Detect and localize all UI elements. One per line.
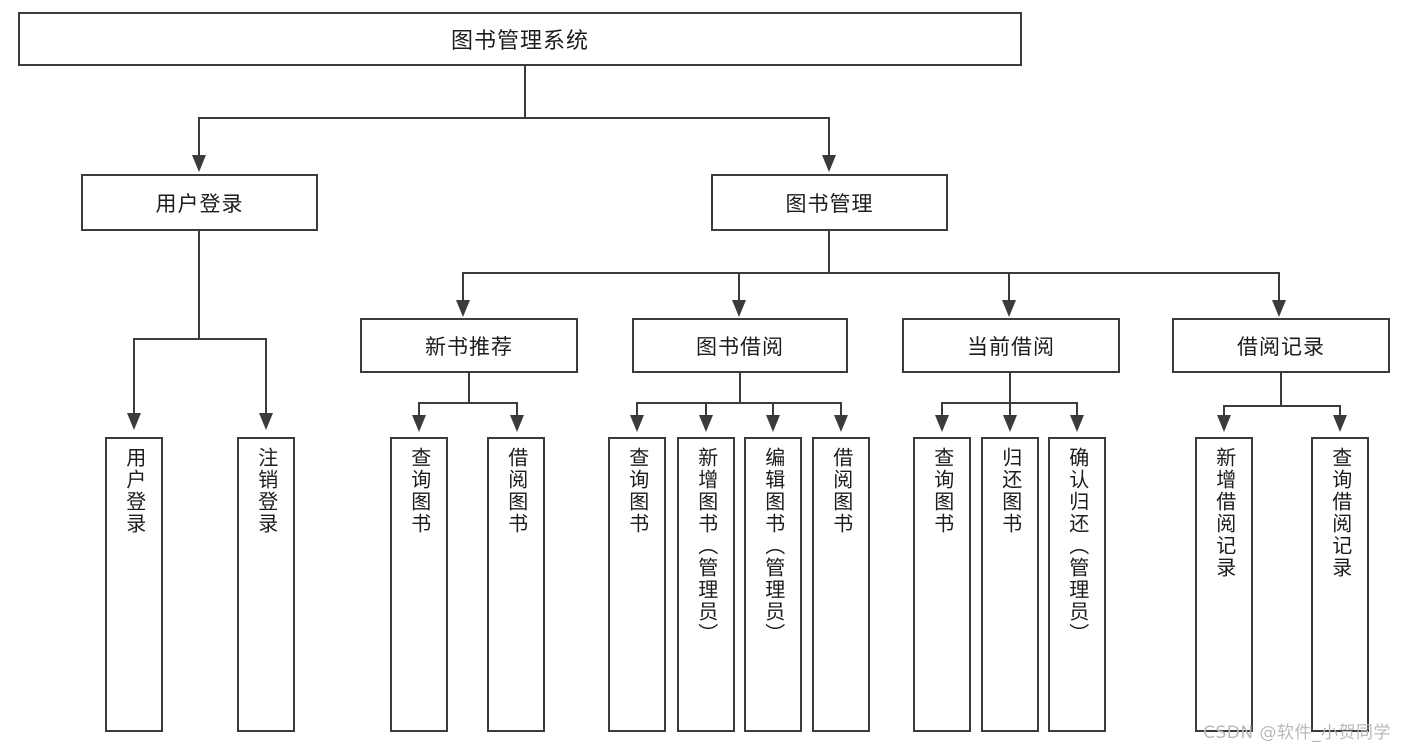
arrow-book-borrow-to-leaf-1 <box>630 415 644 432</box>
connector-book-mgmt-stem <box>828 231 830 272</box>
connector-current-borrow-to-leaf-3 <box>1076 402 1078 417</box>
connector-book-mgmt-to-current-borrow <box>1008 272 1010 305</box>
arrow-root-to-book-mgmt <box>822 155 836 172</box>
node-label: 图书管理系统 <box>450 29 589 54</box>
arrow-current-borrow-to-leaf-3 <box>1070 415 1084 432</box>
leaf-book-borrow-borrow[interactable]: 借阅图书 <box>812 437 870 732</box>
leaf-label: 新增借阅记录 <box>1212 447 1237 579</box>
connector-user-login-stem <box>198 231 200 338</box>
leaf-current-borrow-query[interactable]: 查询图书 <box>913 437 971 732</box>
connector-current-borrow-stem <box>1009 373 1011 402</box>
leaf-label: 注销登录 <box>254 447 279 535</box>
leaf-book-borrow-query[interactable]: 查询图书 <box>608 437 666 732</box>
node-label: 用户登录 <box>155 191 244 216</box>
arrow-book-mgmt-to-borrow-record <box>1272 300 1286 317</box>
connector-user-login-to-leaf-1 <box>133 338 135 415</box>
connector-book-borrow-stem <box>739 373 741 402</box>
node-label: 借阅记录 <box>1237 334 1325 359</box>
leaf-book-borrow-edit[interactable]: 编辑图书（管理员） <box>744 437 802 732</box>
leaf-new-book-query[interactable]: 查询图书 <box>390 437 448 732</box>
leaf-label: 查询图书 <box>407 447 432 535</box>
connector-book-mgmt-to-book-borrow <box>738 272 740 305</box>
node-book-borrow[interactable]: 图书借阅 <box>632 318 848 373</box>
leaf-user-login-signout[interactable]: 注销登录 <box>237 437 295 732</box>
connector-new-book-bus <box>418 402 518 404</box>
arrow-current-borrow-to-leaf-2 <box>1003 415 1017 432</box>
arrow-borrow-record-to-leaf-2 <box>1333 415 1347 432</box>
connector-borrow-record-to-leaf-2 <box>1339 405 1341 417</box>
connector-new-book-to-leaf-1 <box>418 402 420 417</box>
node-label: 新书推荐 <box>425 334 513 359</box>
connector-book-borrow-to-leaf-4 <box>840 402 842 417</box>
node-current-borrow[interactable]: 当前借阅 <box>902 318 1120 373</box>
leaf-book-borrow-add[interactable]: 新增图书（管理员） <box>677 437 735 732</box>
connector-root-bus <box>198 117 830 119</box>
node-label: 图书借阅 <box>696 334 784 359</box>
leaf-label: 归还图书 <box>998 447 1023 535</box>
arrow-book-mgmt-to-book-borrow <box>732 300 746 317</box>
leaf-label: 确认归还（管理员） <box>1065 447 1090 645</box>
arrow-current-borrow-to-leaf-1 <box>935 415 949 432</box>
connector-book-mgmt-to-new-book <box>462 272 464 305</box>
connector-borrow-record-to-leaf-1 <box>1223 405 1225 417</box>
leaf-label: 编辑图书（管理员） <box>761 447 786 645</box>
connector-root-to-user-login <box>198 117 200 157</box>
leaf-label: 借阅图书 <box>829 447 854 535</box>
arrow-root-to-user-login <box>192 155 206 172</box>
leaf-label: 新增图书（管理员） <box>694 447 719 645</box>
node-user-login[interactable]: 用户登录 <box>81 174 318 231</box>
node-label: 图书管理 <box>785 191 874 216</box>
connector-book-borrow-to-leaf-2 <box>705 402 707 417</box>
connector-book-borrow-to-leaf-1 <box>636 402 638 417</box>
arrow-book-borrow-to-leaf-4 <box>834 415 848 432</box>
leaf-borrow-record-add[interactable]: 新增借阅记录 <box>1195 437 1253 732</box>
connector-book-mgmt-bus <box>462 272 1280 274</box>
connector-user-login-bus <box>133 338 267 340</box>
arrow-new-book-to-leaf-1 <box>412 415 426 432</box>
connector-current-borrow-to-leaf-1 <box>941 402 943 417</box>
arrow-book-mgmt-to-current-borrow <box>1002 300 1016 317</box>
node-label: 当前借阅 <box>967 334 1055 359</box>
csdn-watermark: CSDN @软件_小贺同学 <box>1203 723 1391 743</box>
arrow-book-borrow-to-leaf-3 <box>766 415 780 432</box>
node-root-system[interactable]: 图书管理系统 <box>18 12 1022 66</box>
connector-current-borrow-to-leaf-2 <box>1009 402 1011 417</box>
connector-borrow-record-stem <box>1280 373 1282 405</box>
connector-root-stem <box>524 66 526 117</box>
leaf-new-book-borrow[interactable]: 借阅图书 <box>487 437 545 732</box>
arrow-new-book-to-leaf-2 <box>510 415 524 432</box>
arrow-book-mgmt-to-new-book <box>456 300 470 317</box>
leaf-label: 查询图书 <box>930 447 955 535</box>
leaf-current-borrow-return[interactable]: 归还图书 <box>981 437 1039 732</box>
connector-root-to-book-mgmt <box>828 117 830 157</box>
arrow-borrow-record-to-leaf-1 <box>1217 415 1231 432</box>
leaf-label: 借阅图书 <box>504 447 529 535</box>
leaf-user-login-signin[interactable]: 用户登录 <box>105 437 163 732</box>
leaf-label: 用户登录 <box>122 447 147 535</box>
arrow-book-borrow-to-leaf-2 <box>699 415 713 432</box>
leaf-label: 查询图书 <box>625 447 650 535</box>
connector-user-login-to-leaf-2 <box>265 338 267 415</box>
connector-book-borrow-to-leaf-3 <box>772 402 774 417</box>
leaf-borrow-record-query[interactable]: 查询借阅记录 <box>1311 437 1369 732</box>
leaf-current-borrow-confirm-return[interactable]: 确认归还（管理员） <box>1048 437 1106 732</box>
node-book-management[interactable]: 图书管理 <box>711 174 948 231</box>
connector-new-book-to-leaf-2 <box>516 402 518 417</box>
connector-new-book-stem <box>468 373 470 402</box>
arrow-user-login-to-leaf-2 <box>259 413 273 430</box>
connector-borrow-record-bus <box>1223 405 1341 407</box>
arrow-user-login-to-leaf-1 <box>127 413 141 430</box>
connector-book-borrow-bus <box>636 402 842 404</box>
connector-book-mgmt-to-borrow-record <box>1278 272 1280 305</box>
leaf-label: 查询借阅记录 <box>1328 447 1353 579</box>
node-borrow-record[interactable]: 借阅记录 <box>1172 318 1390 373</box>
node-new-book-recommend[interactable]: 新书推荐 <box>360 318 578 373</box>
